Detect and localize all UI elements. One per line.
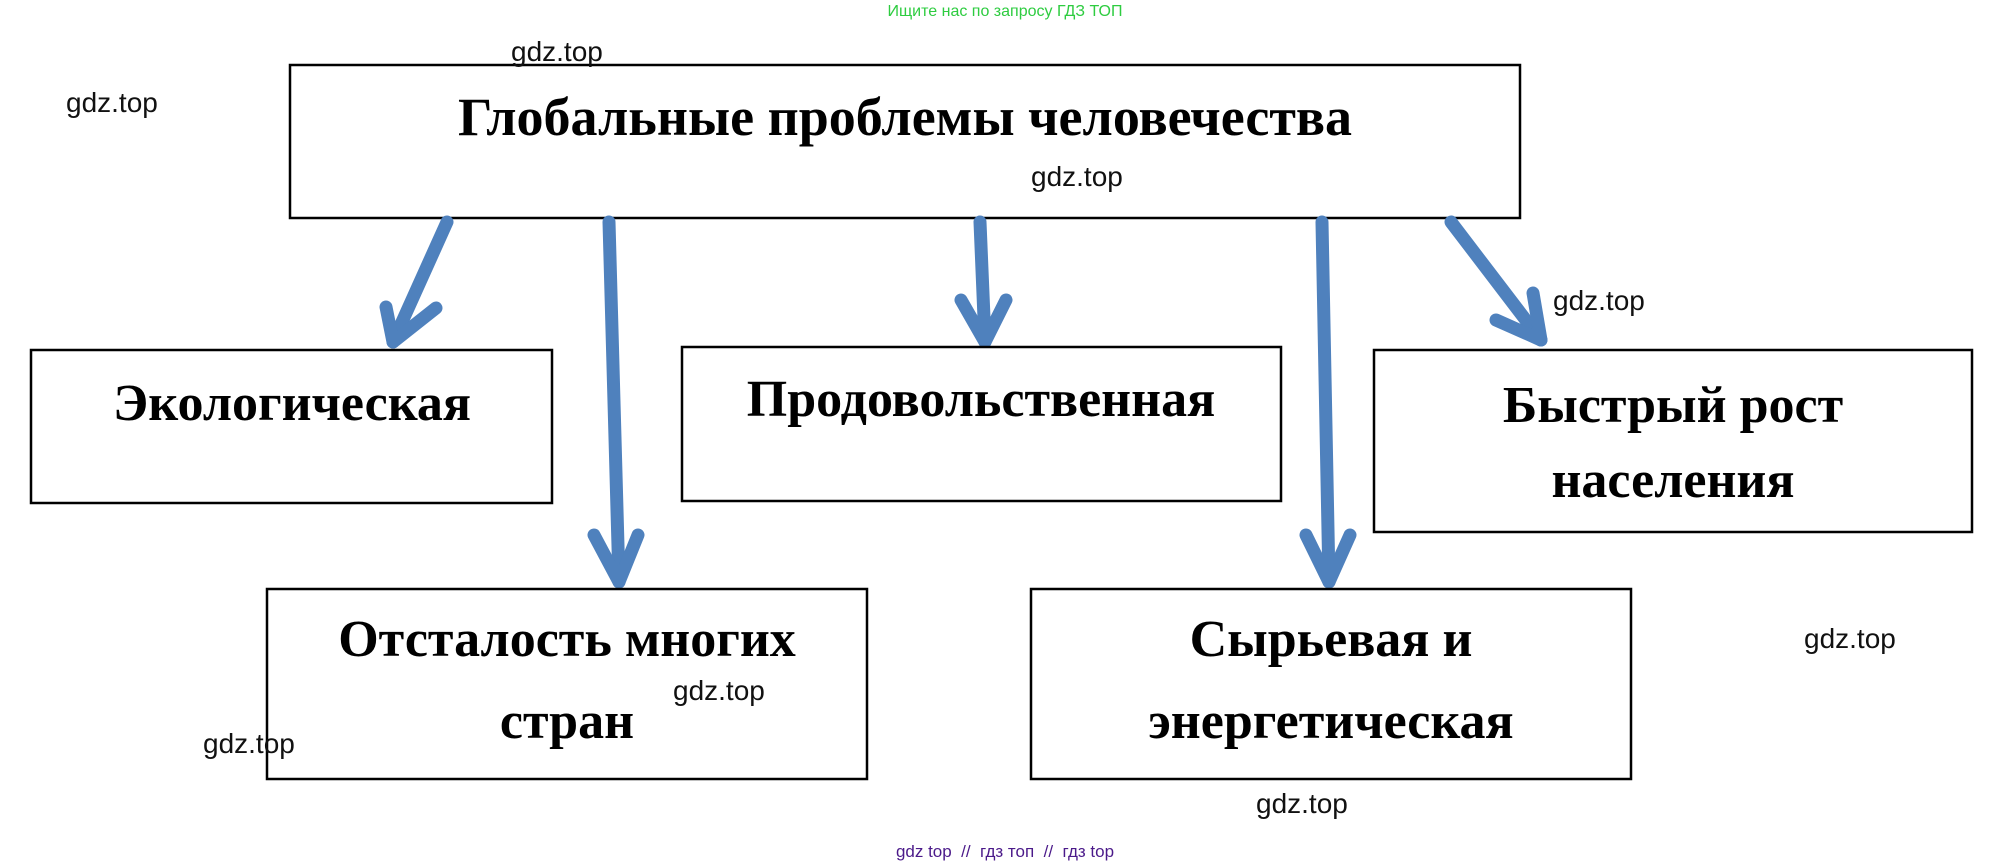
arrow-food bbox=[954, 215, 1013, 349]
node-label: Экологическая bbox=[113, 375, 471, 432]
watermark: gdz.top bbox=[66, 87, 158, 118]
footer-note: gdz top // гдз топ // гдз top bbox=[896, 842, 1114, 861]
watermark: gdz.top bbox=[1256, 788, 1348, 819]
watermark: gdz.top bbox=[203, 728, 295, 759]
arrow-ecological bbox=[379, 215, 454, 349]
watermark: gdz.top bbox=[673, 675, 765, 706]
watermark: gdz.top bbox=[1804, 623, 1896, 654]
node-food: Продовольственная bbox=[680, 345, 1283, 503]
watermark: gdz.top bbox=[1553, 285, 1645, 316]
watermark: gdz.top bbox=[511, 36, 603, 67]
title-box bbox=[288, 63, 1522, 220]
header-note: Ищите нас по запросу ГДЗ ТОП bbox=[888, 3, 1123, 20]
arrow-population bbox=[1444, 215, 1548, 347]
node-ecological: Экологическая bbox=[29, 348, 554, 505]
node-resources: Сырьевая и энергетическая bbox=[1029, 587, 1633, 781]
watermark: gdz.top bbox=[1031, 161, 1123, 192]
node-backwardness: Отсталость многих стран bbox=[265, 587, 869, 781]
node-label-line1: Сырьевая и bbox=[1190, 611, 1473, 668]
node-label-line2: населения bbox=[1551, 452, 1794, 509]
node-population: Быстрый рост населения bbox=[1372, 348, 1974, 534]
title-node: Глобальные проблемы человечества bbox=[288, 63, 1522, 220]
node-label-line1: Отсталость многих bbox=[338, 611, 796, 668]
arrow-backwardness bbox=[587, 215, 645, 589]
arrow-resources bbox=[1299, 215, 1357, 589]
node-label-line2: энергетическая bbox=[1148, 693, 1513, 750]
node-label: Продовольственная bbox=[747, 371, 1215, 428]
node-label-line1: Быстрый рост bbox=[1503, 377, 1843, 434]
title-text: Глобальные проблемы человечества bbox=[458, 87, 1352, 147]
node-label-line2: стран bbox=[500, 693, 634, 750]
